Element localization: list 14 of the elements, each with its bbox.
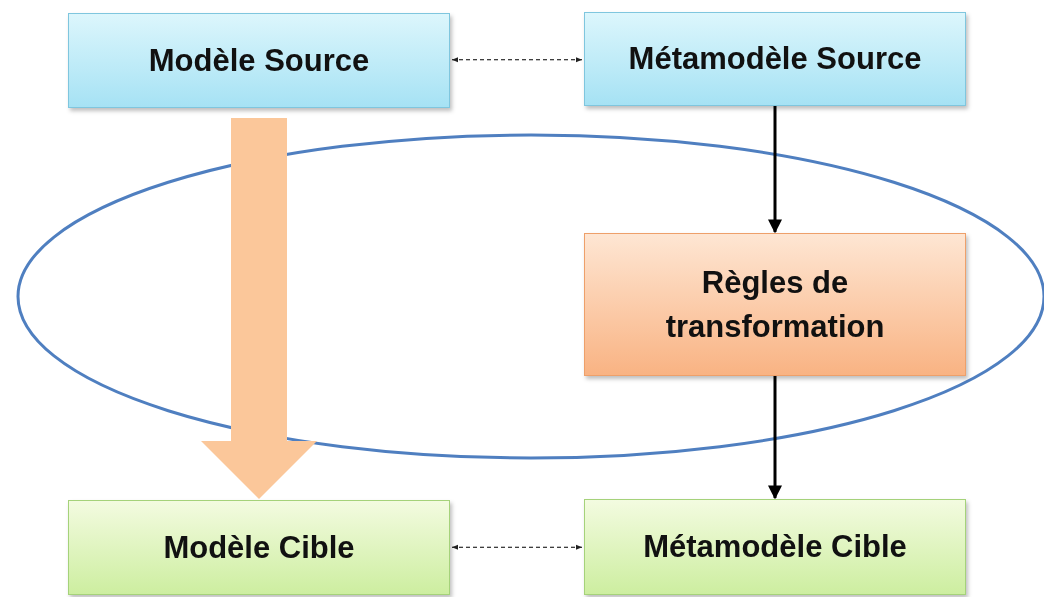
arrow [451, 57, 583, 63]
model-box [68, 500, 450, 595]
box-label: Métamodèle Source [627, 40, 923, 79]
arrow [768, 106, 782, 234]
box-label: Règles de transformation [664, 264, 886, 346]
box-label: Modèle Cible [162, 528, 356, 567]
block-arrow [201, 118, 317, 499]
box-label: Modèle Source [147, 41, 371, 80]
model-box [584, 12, 966, 106]
model-box [584, 499, 966, 595]
box-label: Métamodèle Cible [642, 528, 908, 567]
arrow [768, 376, 782, 500]
arrow [451, 544, 583, 550]
model-box [68, 13, 450, 108]
